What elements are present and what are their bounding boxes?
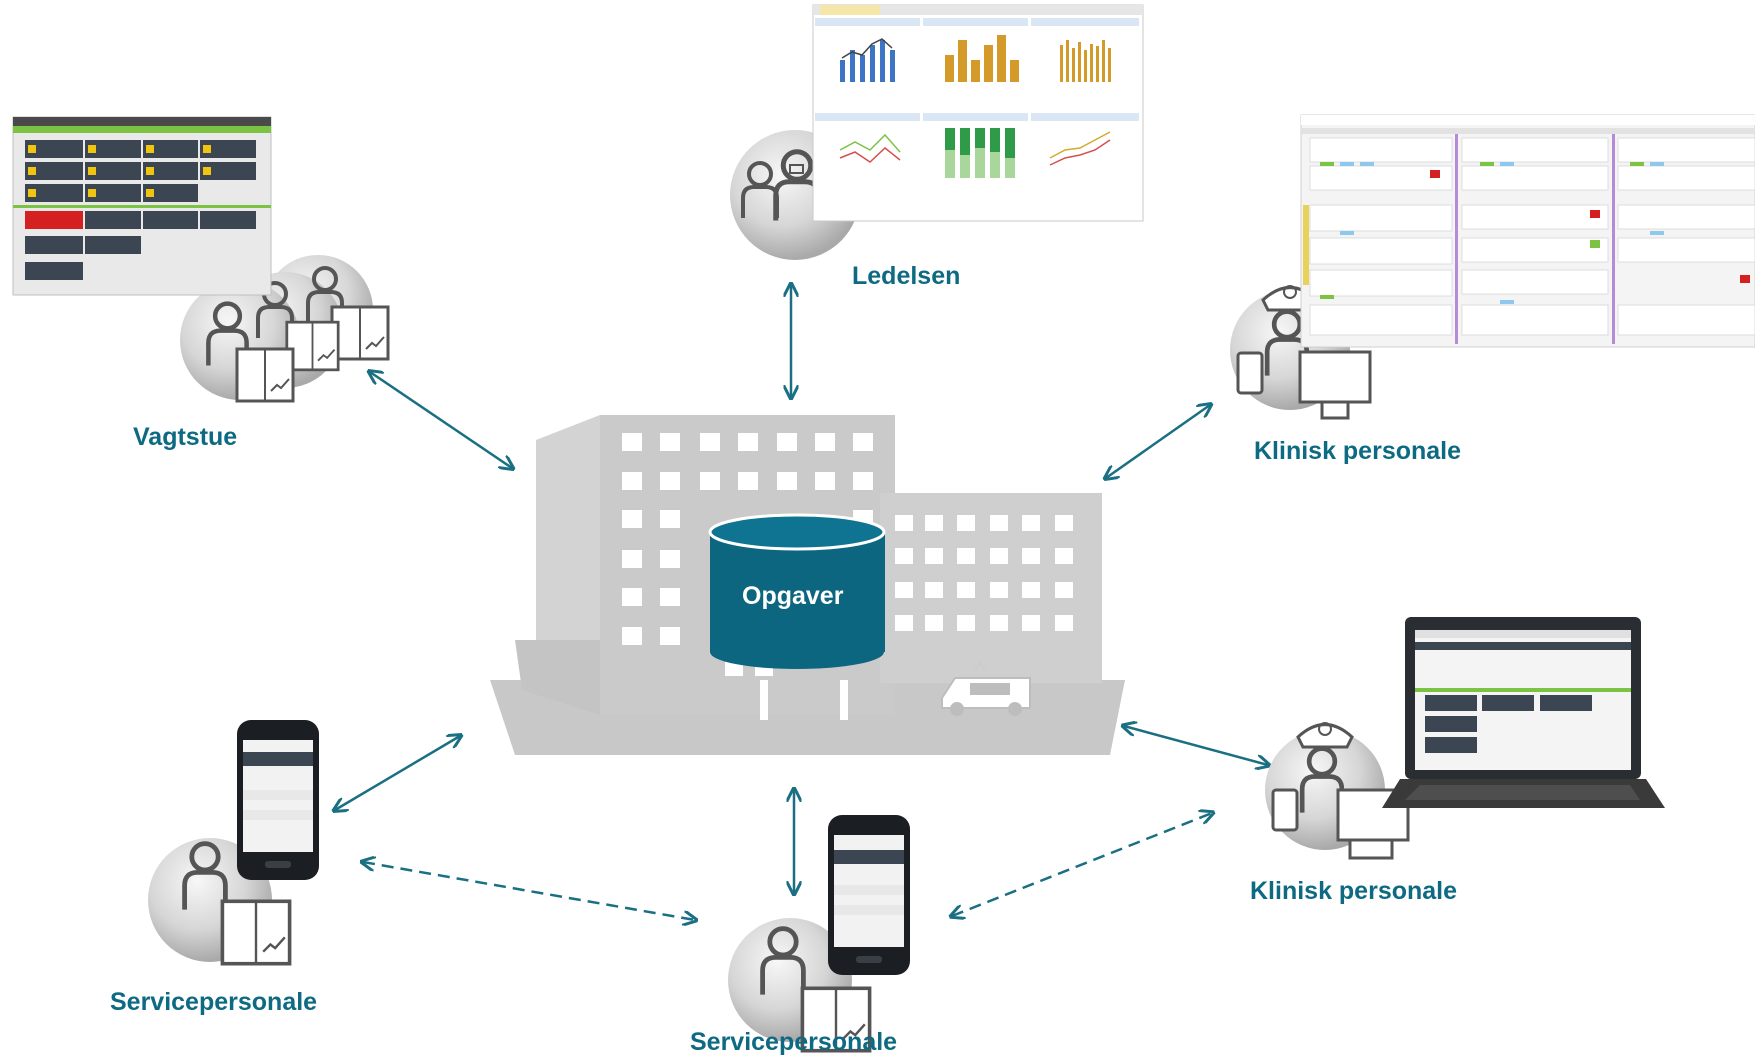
nurse-icon-bottom — [1265, 722, 1410, 860]
node-label-klinisk-top: Klinisk personale — [1254, 437, 1462, 465]
smartphone-icon — [237, 720, 319, 880]
arrow-dashed-service-left — [363, 862, 695, 920]
arrow-klinisk-bottom — [1124, 726, 1268, 765]
node-label-service-left: Servicepersonale — [110, 988, 318, 1016]
node-label-klinisk-bottom: Klinisk personale — [1250, 877, 1458, 905]
arrow-service-left — [335, 736, 460, 810]
person-tablet-icon — [180, 255, 390, 403]
analytics-dashboard-screenshot — [812, 4, 1144, 222]
arrow-dashed-klinisk — [952, 813, 1212, 916]
node-label-vagtstue: Vagtstue — [133, 423, 238, 451]
dashboard-screenshot-left — [12, 116, 272, 296]
patient-board-screenshot — [1300, 114, 1755, 348]
service-person-bottom-icon — [728, 918, 870, 1051]
center-label: Opgaver — [742, 582, 844, 610]
node-label-service-bottom: Servicepersonale — [690, 1028, 898, 1056]
arrow-vagtstue — [370, 372, 512, 468]
ambulance-icon — [941, 659, 1031, 716]
node-label-ledelsen: Ledelsen — [852, 262, 961, 290]
smartphone-icon-2 — [828, 815, 910, 975]
laptop-icon — [1382, 617, 1665, 808]
arrow-klinisk-top — [1106, 405, 1210, 478]
database-icon — [708, 513, 886, 669]
